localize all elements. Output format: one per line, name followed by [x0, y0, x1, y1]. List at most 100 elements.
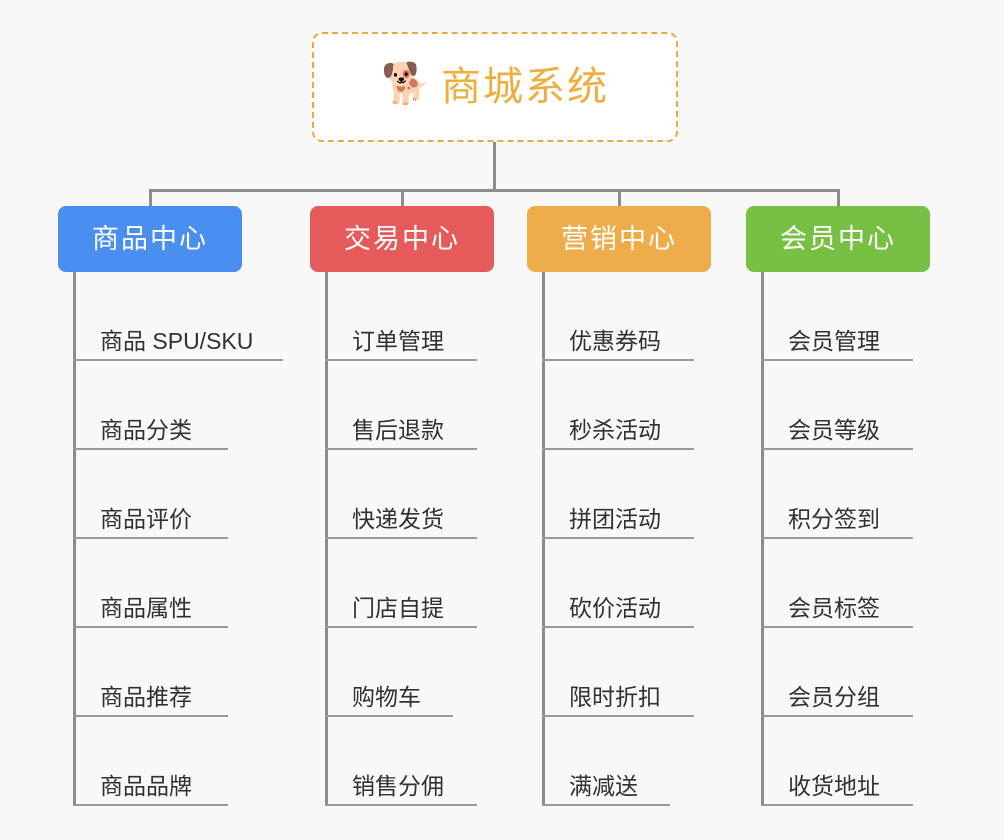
leaf-list-product-center: 商品 SPU/SKU 商品分类商品评价商品属性商品推荐商品品牌 — [58, 272, 283, 806]
column-spine-marketing-center — [542, 272, 545, 806]
leaf-item-underline — [325, 537, 477, 539]
leaf-item-underline — [73, 537, 228, 539]
list-item[interactable]: 商品评价 — [58, 450, 242, 539]
leaf-item-label: 会员标签 — [788, 595, 880, 621]
leaf-item-underline — [325, 448, 477, 450]
column-trade-center: 交易中心订单管理售后退款快递发货门店自提购物车销售分佣 — [310, 206, 494, 806]
list-item[interactable]: 购物车 — [310, 628, 494, 717]
category-header-trade-center[interactable]: 交易中心 — [310, 206, 494, 272]
category-header-member-center[interactable]: 会员中心 — [746, 206, 930, 272]
leaf-item-label: 购物车 — [352, 684, 421, 710]
list-item[interactable]: 门店自提 — [310, 539, 494, 628]
connector-drop-member-center — [837, 189, 840, 211]
leaf-item-label: 会员管理 — [788, 328, 880, 354]
leaf-item-underline — [542, 537, 694, 539]
category-header-marketing-center[interactable]: 营销中心 — [527, 206, 711, 272]
list-item[interactable]: 积分签到 — [746, 450, 930, 539]
leaf-item-label: 积分签到 — [788, 506, 880, 532]
list-item[interactable]: 售后退款 — [310, 361, 494, 450]
leaf-item-label: 销售分佣 — [352, 773, 444, 799]
shiba-dog-icon: 🐕 — [381, 62, 431, 106]
leaf-item-label: 砍价活动 — [569, 595, 661, 621]
list-item[interactable]: 会员标签 — [746, 539, 930, 628]
leaf-item-underline — [542, 804, 670, 806]
leaf-item-label: 优惠券码 — [569, 328, 661, 354]
column-member-center: 会员中心会员管理会员等级积分签到会员标签会员分组收货地址 — [746, 206, 930, 806]
column-marketing-center: 营销中心优惠券码秒杀活动拼团活动砍价活动限时折扣满减送 — [527, 206, 711, 806]
list-item[interactable]: 会员分组 — [746, 628, 930, 717]
leaf-item-label: 商品属性 — [100, 595, 192, 621]
leaf-item-underline — [73, 359, 283, 361]
leaf-item-label: 会员等级 — [788, 417, 880, 443]
category-header-product-center[interactable]: 商品中心 — [58, 206, 242, 272]
list-item[interactable]: 会员等级 — [746, 361, 930, 450]
leaf-item-label: 订单管理 — [352, 328, 444, 354]
column-product-center: 商品中心商品 SPU/SKU 商品分类商品评价商品属性商品推荐商品品牌 — [58, 206, 283, 806]
category-header-label: 交易中心 — [344, 223, 460, 254]
list-item[interactable]: 满减送 — [527, 717, 711, 806]
leaf-item-underline — [761, 359, 913, 361]
leaf-item-underline — [761, 715, 913, 717]
list-item[interactable]: 会员管理 — [746, 272, 930, 361]
leaf-list-trade-center: 订单管理售后退款快递发货门店自提购物车销售分佣 — [310, 272, 494, 806]
leaf-item-label: 收货地址 — [788, 773, 880, 799]
list-item[interactable]: 限时折扣 — [527, 628, 711, 717]
list-item[interactable]: 优惠券码 — [527, 272, 711, 361]
list-item[interactable]: 收货地址 — [746, 717, 930, 806]
category-header-label: 会员中心 — [780, 223, 896, 254]
connector-drop-marketing-center — [618, 189, 621, 211]
connector-drop-trade-center — [401, 189, 404, 211]
leaf-item-label: 满减送 — [569, 773, 638, 799]
leaf-item-underline — [325, 359, 477, 361]
connector-root-vertical — [493, 142, 496, 191]
leaf-item-underline — [542, 448, 694, 450]
leaf-list-marketing-center: 优惠券码秒杀活动拼团活动砍价活动限时折扣满减送 — [527, 272, 711, 806]
leaf-item-label: 限时折扣 — [569, 684, 661, 710]
leaf-item-underline — [73, 626, 228, 628]
list-item[interactable]: 商品属性 — [58, 539, 242, 628]
list-item[interactable]: 拼团活动 — [527, 450, 711, 539]
category-header-label: 商品中心 — [92, 223, 208, 254]
leaf-item-label: 拼团活动 — [569, 506, 661, 532]
list-item[interactable]: 快递发货 — [310, 450, 494, 539]
list-item[interactable]: 秒杀活动 — [527, 361, 711, 450]
leaf-item-underline — [325, 626, 477, 628]
leaf-item-underline — [73, 448, 228, 450]
root-node[interactable]: 🐕 商城系统 — [312, 32, 678, 142]
leaf-item-label: 售后退款 — [352, 417, 444, 443]
leaf-item-label: 商品推荐 — [100, 684, 192, 710]
leaf-list-member-center: 会员管理会员等级积分签到会员标签会员分组收货地址 — [746, 272, 930, 806]
leaf-item-underline — [73, 715, 228, 717]
list-item[interactable]: 商品推荐 — [58, 628, 242, 717]
column-spine-member-center — [761, 272, 764, 806]
leaf-item-underline — [542, 626, 694, 628]
category-header-label: 营销中心 — [561, 223, 677, 254]
list-item[interactable]: 商品分类 — [58, 361, 242, 450]
list-item[interactable]: 销售分佣 — [310, 717, 494, 806]
leaf-item-underline — [761, 448, 913, 450]
list-item[interactable]: 订单管理 — [310, 272, 494, 361]
leaf-item-underline — [325, 715, 453, 717]
column-spine-product-center — [73, 272, 76, 806]
leaf-item-label: 快递发货 — [352, 506, 444, 532]
connector-drop-product-center — [149, 189, 152, 211]
leaf-item-label: 秒杀活动 — [569, 417, 661, 443]
column-spine-trade-center — [325, 272, 328, 806]
leaf-item-underline — [761, 626, 913, 628]
list-item[interactable]: 商品 SPU/SKU — [58, 272, 283, 361]
leaf-item-label: 商品评价 — [100, 506, 192, 532]
root-node-title: 商城系统 — [441, 65, 609, 109]
leaf-item-underline — [761, 804, 913, 806]
leaf-item-label: 会员分组 — [788, 684, 880, 710]
leaf-item-underline — [542, 715, 694, 717]
leaf-item-label: 门店自提 — [352, 595, 444, 621]
list-item[interactable]: 砍价活动 — [527, 539, 711, 628]
leaf-item-label: 商品 SPU/SKU — [100, 328, 254, 354]
connector-horizontal-bus — [149, 189, 839, 192]
list-item[interactable]: 商品品牌 — [58, 717, 242, 806]
leaf-item-underline — [73, 804, 228, 806]
leaf-item-underline — [542, 359, 694, 361]
leaf-item-underline — [761, 537, 913, 539]
leaf-item-label: 商品品牌 — [100, 773, 192, 799]
